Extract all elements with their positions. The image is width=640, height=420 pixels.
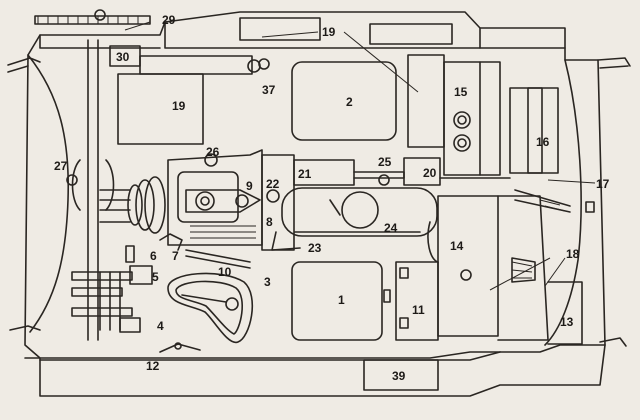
- control-levers: [71, 233, 183, 333]
- compartment-16: [509, 87, 559, 174]
- upper-left-housing-19: [117, 55, 253, 145]
- hull-outline: [24, 11, 606, 359]
- callout-19-top: 19: [322, 25, 336, 39]
- callout-2: 2: [346, 95, 353, 109]
- callout-22: 22: [266, 177, 280, 191]
- callout-12: 12: [146, 359, 160, 373]
- callout-15: 15: [454, 85, 468, 99]
- clutch-discs: [99, 176, 166, 234]
- right-upper-structure: [407, 54, 511, 179]
- callout-13: 13: [560, 315, 574, 329]
- callout-26: 26: [206, 145, 220, 159]
- callout-29: 29: [162, 13, 176, 27]
- callout-30: 30: [116, 50, 130, 64]
- callout-6: 6: [150, 249, 157, 263]
- callout-23: 23: [308, 241, 322, 255]
- callout-9: 9: [246, 179, 253, 193]
- top-sprocket: [34, 9, 151, 25]
- part-37: [247, 58, 270, 73]
- left-drive-shaft: [71, 39, 115, 341]
- part-27: [66, 174, 78, 186]
- callout-labels: 1 2 3 4 5 6 7 8 9 10 11 12 13 14 15 16 1…: [54, 13, 610, 383]
- callout-16: 16: [536, 135, 550, 149]
- gearbox-assembly: [167, 149, 263, 246]
- mounting-brackets: [7, 57, 631, 347]
- compartment-1: [291, 261, 391, 341]
- callout-24: 24: [384, 221, 398, 235]
- callout-17: 17: [596, 177, 610, 191]
- callout-8: 8: [266, 215, 273, 229]
- leader-lines: [124, 21, 596, 291]
- engine-block: [261, 154, 441, 251]
- part-12: [159, 342, 201, 353]
- callout-7: 7: [172, 249, 179, 263]
- callout-1: 1: [338, 293, 345, 307]
- steering-wheel: [167, 272, 254, 343]
- callout-3: 3: [264, 275, 271, 289]
- roof-panels-19: [239, 17, 453, 45]
- part-18: [497, 195, 549, 341]
- callout-4: 4: [157, 319, 164, 333]
- callout-18: 18: [566, 247, 580, 261]
- compartment-2: [291, 61, 397, 141]
- callout-27: 27: [54, 159, 68, 173]
- callout-14: 14: [450, 239, 464, 253]
- compartment-11: [395, 261, 439, 341]
- part-39: [363, 359, 439, 391]
- callout-39: 39: [392, 369, 406, 383]
- callout-10: 10: [218, 265, 232, 279]
- callout-20: 20: [423, 166, 437, 180]
- callout-19-left: 19: [172, 99, 186, 113]
- cylinder-23-24: [271, 187, 438, 251]
- front-plate: [24, 344, 606, 397]
- part-15-gauges: [453, 111, 471, 152]
- callout-37: 37: [262, 83, 276, 97]
- compartment-13: [547, 281, 583, 345]
- callout-11: 11: [412, 303, 425, 317]
- part-17-rod: [514, 189, 595, 213]
- part-10: [185, 249, 251, 269]
- callout-5: 5: [152, 270, 159, 284]
- callout-25: 25: [378, 155, 392, 169]
- callout-21: 21: [298, 167, 312, 181]
